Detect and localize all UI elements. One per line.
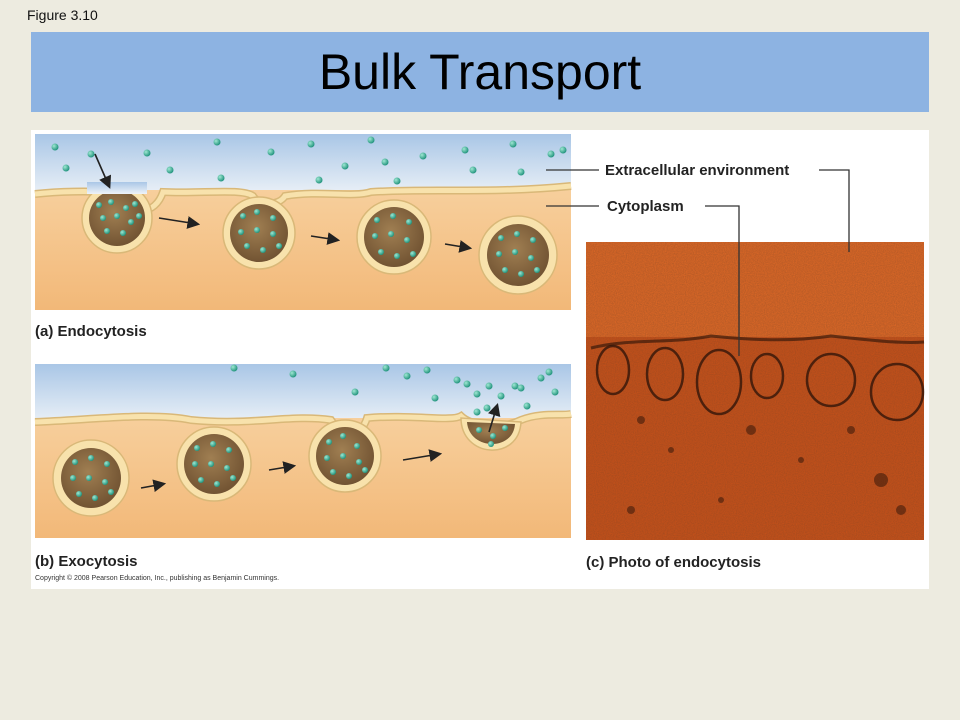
- figure-label: Figure 3.10: [27, 7, 98, 23]
- vesicle-pinching-a: [222, 196, 296, 270]
- bulk-transport-diagram: (a) Endocytosis: [34, 134, 925, 582]
- vesicle-free-a: [478, 215, 558, 295]
- caption-exocytosis: (b) Exocytosis: [35, 553, 138, 570]
- vesicle-detaching-a: [356, 199, 432, 275]
- arrow-icon: [310, 232, 341, 245]
- arrow-icon: [268, 461, 297, 474]
- arrow-icon: [402, 449, 443, 462]
- arrow-icon: [444, 240, 473, 253]
- copyright-notice: Copyright © 2008 Pearson Education, Inc.…: [35, 574, 279, 582]
- callout-extracellular: Extracellular environment: [605, 162, 789, 179]
- arrow-icon: [140, 479, 167, 493]
- process-arrows-b: [140, 402, 501, 493]
- particles-inside-a: [96, 199, 540, 277]
- vesicles-photo: [595, 344, 925, 422]
- title-bar: Bulk Transport: [31, 32, 929, 112]
- arrow-icon: [488, 402, 501, 433]
- arrow-icon: [94, 153, 112, 189]
- callout-leaders: [546, 169, 850, 356]
- arrow-icon: [158, 216, 201, 229]
- leader-extracellular-right: [819, 169, 850, 252]
- panel-endocytosis: [34, 134, 572, 310]
- particles-inside-b: [70, 425, 508, 501]
- panel-exocytosis: [34, 364, 572, 538]
- endocytosis-photo: [586, 242, 925, 540]
- callout-cytoplasm: Cytoplasm: [607, 198, 684, 215]
- caption-endocytosis: (a) Endocytosis: [35, 323, 147, 340]
- slide-title: Bulk Transport: [318, 44, 642, 100]
- particles-outside-a: [51, 136, 567, 185]
- texture-specks-photo: [627, 416, 906, 515]
- leader-cytoplasm-right: [705, 205, 740, 356]
- figure-panel: (a) Endocytosis: [31, 130, 929, 589]
- membrane-edge-photo: [590, 334, 925, 350]
- process-arrows-a: [94, 153, 473, 253]
- caption-photo: (c) Photo of endocytosis: [586, 554, 761, 571]
